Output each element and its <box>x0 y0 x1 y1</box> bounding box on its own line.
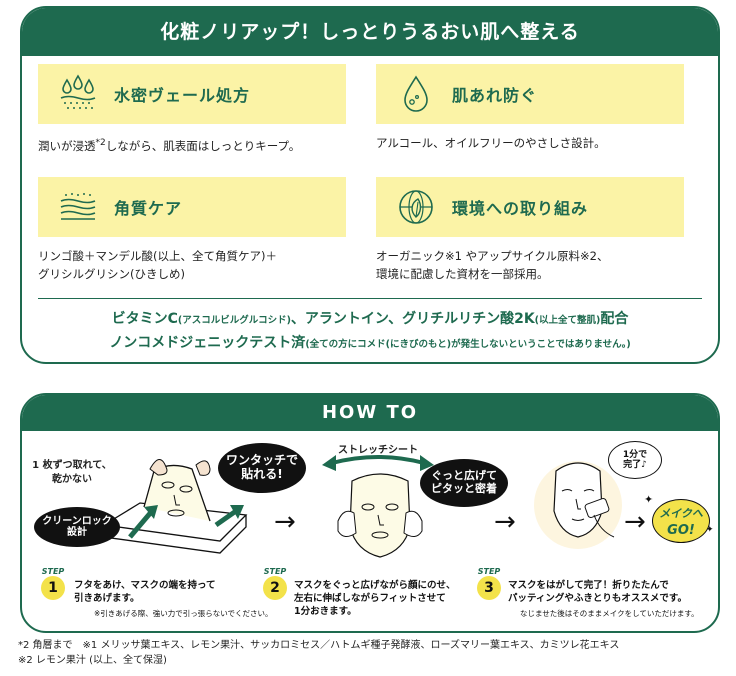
step-text-3: マスクをはがして完了！折りたたんで パッティングやふきとりもオススメです。 なじ… <box>508 580 699 618</box>
feature-water-veil: 水密ヴェール処方 潤いが浸透*2しながら、肌表面はしっとりキープ。 <box>38 64 346 155</box>
oneminute-bubble: 1分で完了♪ <box>608 441 662 479</box>
stretch-arrow-icon <box>322 455 434 471</box>
feature-desc: オーガニック※1 やアップサイクル原料※2、 環境に配慮した資材を一部採用。 <box>376 249 609 281</box>
feature-title: 肌あれ防ぐ <box>452 86 538 105</box>
footnotes: *2 角層まで ※1 メリッサ葉エキス、レモン果汁、サッカロミセス／ハトムギ種子… <box>18 640 620 666</box>
howto-header: HOW TO <box>22 395 718 431</box>
feature-title: 角質ケア <box>114 199 183 218</box>
feature-title: 水密ヴェール処方 <box>114 86 251 105</box>
step-text-2: マスクをぐっと広げながら顔にのせ、 左右に伸ばしながらフィットさせて 1分おきま… <box>294 580 456 617</box>
face-wiping-illustration <box>534 461 622 549</box>
skin-layers-icon <box>60 193 96 220</box>
ingredient-claims: ビタミンC(アスコルビルグルコシド)、アラントイン、グリチルリチン酸2K(以上全… <box>109 311 631 351</box>
feature-exfoliation: 角質ケア リンゴ酸＋マンデル酸(以上、全て角質ケア)＋ グリシルグリシン(ひきし… <box>38 177 346 283</box>
stretch-sheet-label: ストレッチシート <box>338 445 418 456</box>
take-one-label: 1 枚ずつ取れて、 乾かない <box>32 460 112 485</box>
features-card: 化粧ノリアップ！しっとりうるおい肌へ整える 水密ヴェール処方 潤いが浸透*2しな… <box>20 6 720 364</box>
mask-package-illustration <box>102 459 248 554</box>
feature-environment: 環境への取り組み オーガニック※1 やアップサイクル原料※2、 環境に配慮した資… <box>376 177 684 283</box>
spread-bubble: ぐっと広げてピタッと密着 <box>420 459 508 507</box>
onetouch-bubble: ワンタッチで貼れる! <box>218 443 306 493</box>
feature-desc: 潤いが浸透*2しながら、肌表面はしっとりキープ。 <box>38 138 301 153</box>
face-mask-illustration <box>337 473 423 558</box>
sparkle-icon: ✦ <box>644 493 654 506</box>
makeup-go-badge: メイクへ GO! <box>652 499 710 543</box>
feature-anti-roughness: 肌あれ防ぐ アルコール、オイルフリーのやさしさ設計。 <box>376 64 684 152</box>
step-arrow: → <box>624 507 646 537</box>
feature-title: 環境への取り組み <box>452 199 589 218</box>
step-text-1: フタをあけ、マスクの端を持って 引きあげます。 ※引きあげる際、強い力で引っ張ら… <box>74 580 273 618</box>
section-divider <box>38 298 702 299</box>
step-badge-3: STEP 3 <box>474 567 504 600</box>
feature-desc: アルコール、オイルフリーのやさしさ設計。 <box>376 136 606 150</box>
feature-desc: リンゴ酸＋マンデル酸(以上、全て角質ケア)＋ グリシルグリシン(ひきしめ) <box>38 249 277 281</box>
features-header: 化粧ノリアップ！しっとりうるおい肌へ整える <box>22 8 718 56</box>
step-badge-1: STEP 1 <box>38 567 68 600</box>
globe-leaf-icon <box>399 190 433 224</box>
step-arrow: → <box>274 507 296 537</box>
howto-card: HOW TO 1 枚ずつ取れて、 乾かない ワンタッチで貼れる! クリーンロック… <box>20 393 720 633</box>
water-drops-icon <box>60 74 96 109</box>
step-arrow: → <box>494 507 516 537</box>
droplet-icon <box>404 75 428 112</box>
sparkle-icon: ✦ <box>706 525 714 535</box>
cleanlock-bubble: クリーンロック設計 <box>34 507 120 547</box>
step-badge-2: STEP 2 <box>260 567 290 600</box>
